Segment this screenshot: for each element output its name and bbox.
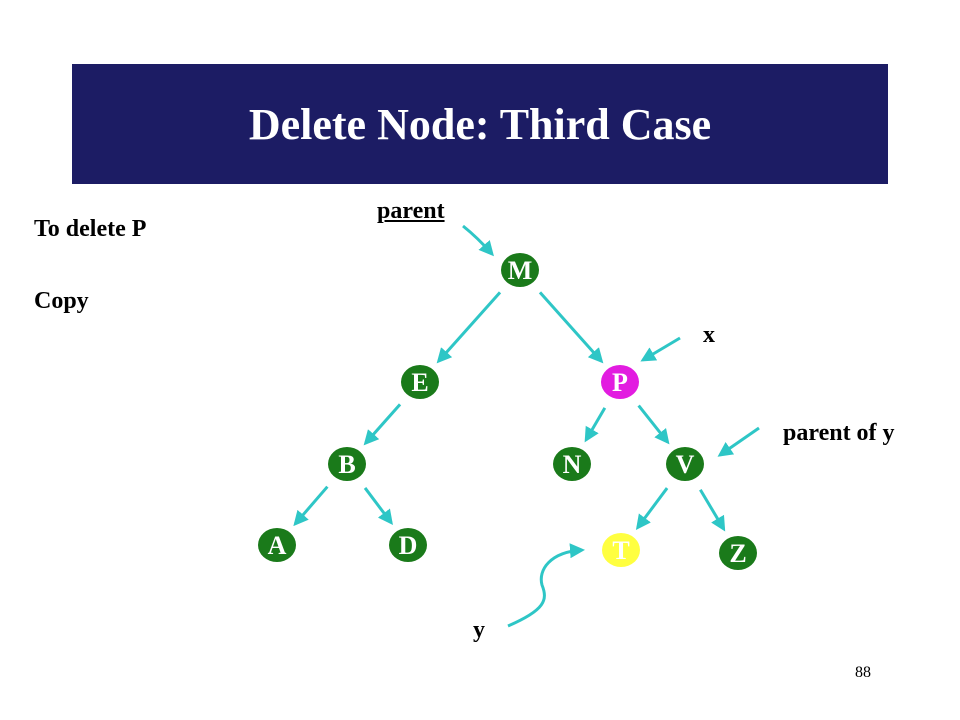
y-pointer-arrow xyxy=(507,543,585,628)
parent-pointer-arrow xyxy=(462,224,494,257)
tree-node-circle xyxy=(389,528,427,562)
tree-node-circle xyxy=(553,447,591,481)
slide-title: Delete Node: Third Case xyxy=(248,99,712,149)
tree-node-P: P xyxy=(601,365,639,399)
edge-V-T xyxy=(635,487,669,530)
tree-node-circle xyxy=(719,536,757,570)
pointer-arrows xyxy=(462,224,760,628)
tree-node-circle xyxy=(666,447,704,481)
tree-nodes: M E P B N V A D T Z xyxy=(258,253,757,570)
tree-node-circle xyxy=(328,447,366,481)
tree-node-label: T xyxy=(612,536,629,565)
tree-node-label: M xyxy=(508,256,533,285)
edge-M-E xyxy=(436,291,502,364)
copy-label: Copy xyxy=(34,288,89,314)
tree-node-A: A xyxy=(258,528,296,562)
tree-node-label: Z xyxy=(729,539,746,568)
tree-node-E: E xyxy=(401,365,439,399)
edge-P-V xyxy=(637,404,670,445)
y-label: y xyxy=(473,617,485,643)
tree-node-label: N xyxy=(563,450,582,479)
edge-P-N xyxy=(584,407,607,443)
x-label: x xyxy=(703,322,715,348)
title-banner: Delete Node: Third Case xyxy=(72,64,888,184)
tree-node-N: N xyxy=(553,447,591,481)
edge-V-Z xyxy=(699,489,726,532)
tree-node-Z: Z xyxy=(719,536,757,570)
tree-node-label: P xyxy=(612,368,628,397)
tree-node-label: E xyxy=(411,368,428,397)
page-number: 88 xyxy=(855,664,871,681)
tree-node-circle xyxy=(401,365,439,399)
tree-node-label: B xyxy=(338,450,355,479)
tree-node-label: V xyxy=(676,450,695,479)
tree-node-circle xyxy=(258,528,296,562)
tree-node-T: T xyxy=(602,533,640,567)
to-delete-label: To delete P xyxy=(34,216,147,242)
tree-edges xyxy=(293,291,726,532)
parent-of-y-label: parent of y xyxy=(783,420,895,446)
tree-node-M: M xyxy=(501,253,539,287)
tree-node-label: D xyxy=(399,531,418,560)
parent-label: parent xyxy=(377,198,445,224)
edge-E-B xyxy=(363,403,402,446)
tree-node-circle xyxy=(602,533,640,567)
tree-node-circle xyxy=(501,253,539,287)
tree-node-circle xyxy=(601,365,639,399)
tree-node-B: B xyxy=(328,447,366,481)
tree-node-D: D xyxy=(389,528,427,562)
edge-M-P xyxy=(538,291,604,364)
parent-of-y-pointer-arrow xyxy=(717,426,760,457)
edge-B-A xyxy=(293,485,329,527)
tree-node-label: A xyxy=(268,531,287,560)
tree-node-V: V xyxy=(666,447,704,481)
x-pointer-arrow xyxy=(640,336,681,362)
edge-B-D xyxy=(363,487,393,526)
